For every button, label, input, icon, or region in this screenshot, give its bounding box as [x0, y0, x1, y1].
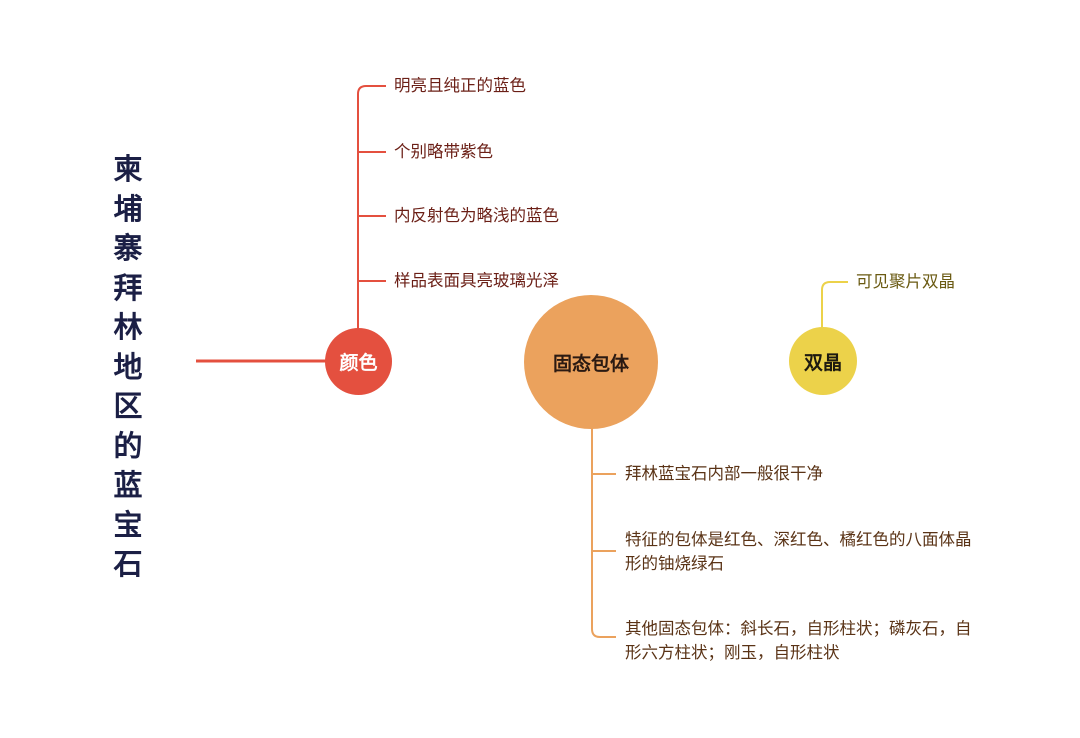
color-leaf: 内反射色为略浅的蓝色: [394, 206, 559, 225]
inclusion-leaf: 特征的包体是红色、深红色、橘红色的八面体晶 形的铀烧绿石: [625, 528, 972, 576]
page-title-char: 埔: [113, 191, 143, 226]
page-title: 柬埔寨拜林地区的蓝宝石: [108, 150, 148, 581]
node-twin-label: 双晶: [803, 351, 842, 374]
color-leaf: 明亮且纯正的蓝色: [394, 76, 526, 95]
inclusion-leaf: 拜林蓝宝石内部一般很干净: [625, 462, 823, 486]
node-solid-inclusion-label: 固态包体: [552, 352, 629, 375]
color-branch-trunk: [357, 85, 386, 330]
node-color-label: 颜色: [339, 352, 378, 374]
node-twin[interactable]: 双晶: [789, 327, 857, 395]
page-title-char: 柬: [113, 152, 143, 186]
page-title-char: 拜: [113, 270, 143, 305]
inclusion-leaf-line: 形六方柱状；刚玉，自形柱状: [625, 643, 840, 662]
page-title-char: 宝: [113, 507, 143, 542]
inclusion-leaf-line: 特征的包体是红色、深红色、橘红色的八面体晶: [625, 530, 972, 549]
page-title-char: 区: [113, 389, 143, 423]
page-title-char: 的: [113, 428, 143, 463]
inclusion-leaf-line: 形的铀烧绿石: [625, 554, 724, 573]
inclusion-leaf-line: 拜林蓝宝石内部一般很干净: [625, 464, 823, 483]
inclusion-leaf-line: 其他固态包体：斜长石，自形柱状；磷灰石，自: [625, 619, 972, 638]
node-solid-inclusion[interactable]: 固态包体: [524, 295, 658, 429]
twin-branch-trunk: [821, 281, 848, 328]
node-color[interactable]: 颜色: [325, 328, 392, 395]
page-title-char: 寨: [113, 231, 143, 265]
twin-leaf: 可见聚片双晶: [856, 272, 955, 291]
page-title-char: 地: [113, 349, 143, 384]
inclusion-leaf: 其他固态包体：斜长石，自形柱状；磷灰石，自 形六方柱状；刚玉，自形柱状: [625, 617, 972, 665]
inclusion-branch-trunk: [591, 428, 616, 638]
page-title-char: 石: [113, 547, 143, 581]
page-title-char: 林: [113, 310, 143, 344]
page-title-char: 蓝: [113, 468, 143, 502]
color-leaf: 个别略带紫色: [394, 142, 493, 161]
color-leaf: 样品表面具亮玻璃光泽: [394, 271, 559, 290]
